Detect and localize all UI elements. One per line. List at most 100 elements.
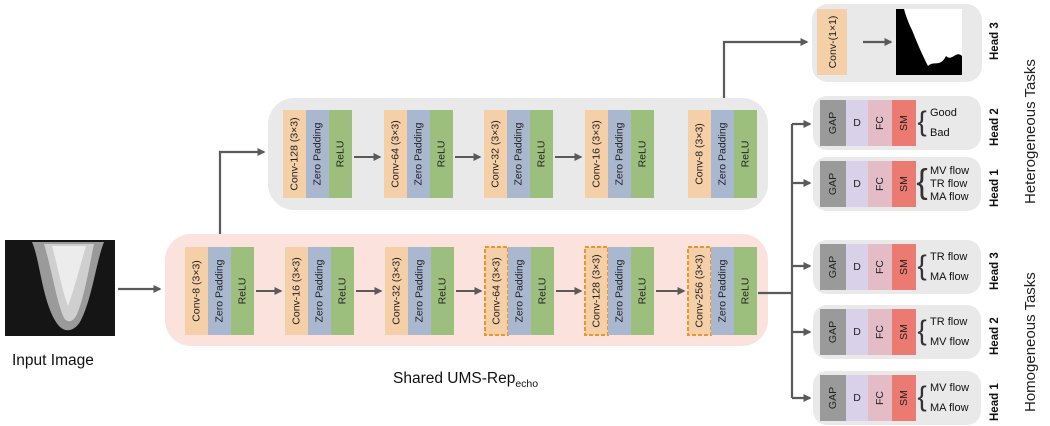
conv-label: Conv-64 (3×3) [490,257,502,324]
seg-conv-block: Conv-(1×1) [817,9,847,75]
head-output-label: MV flow [930,382,969,394]
conv-layer [283,110,306,198]
relu-label: ReLU [435,141,447,168]
zero-padding-label: Zero Padding [311,122,323,185]
decoder-conv-block: Conv-128 (3×3) Zero Padding ReLU [283,110,352,198]
head-output-label: MV flow [930,165,969,177]
zero-padding-label: Zero Padding [716,259,728,322]
softmax-block [892,161,916,207]
fc-block [868,244,892,290]
zero-padding-layer [308,247,331,335]
zero-padding-label: Zero Padding [412,122,424,185]
gap-block [820,100,846,146]
fc-block [868,100,892,146]
dropout-block [846,100,868,146]
relu-label: ReLU [535,141,547,168]
relu-label: ReLU [739,278,751,305]
zero-padding-label: Zero Padding [613,259,625,322]
zero-padding-label: Zero Padding [413,259,425,322]
relu-label: ReLU [336,278,348,305]
shared-representation-label: Shared UMS-Repecho [393,370,538,390]
fc-block-label: FC [874,177,886,191]
zero-padding-label: Zero Padding [213,259,225,322]
fc-block-label: FC [874,325,886,339]
head-output-label: Good [930,107,957,119]
dropout-block-label: D [853,392,861,404]
seg-head-label: Head 3 [989,22,1001,60]
softmax-block-label: SM [898,390,910,406]
dropout-block-label: D [853,326,861,338]
input-echo-image [5,240,115,336]
conv-layer [385,247,408,335]
conv-label: Conv-16 (3×3) [290,257,302,324]
softmax-block [892,309,916,355]
head-label: Head 2 [989,108,1001,146]
dropout-block-label: D [853,178,861,190]
head-label: Head 1 [989,169,1001,207]
conv-layer [285,247,308,335]
dropout-block-label: D [853,117,861,129]
zero-padding-layer [711,247,734,335]
relu-layer [734,247,757,335]
head-output-label: MA flow [930,271,969,283]
zero-padding-layer [407,110,430,198]
softmax-block-label: SM [898,176,910,192]
head-output-label: Bad [930,127,950,139]
relu-layer [331,247,354,335]
gap-block [820,309,846,355]
zero-padding-layer [208,247,231,335]
fc-block-label: FC [874,391,886,405]
relu-label: ReLU [739,141,751,168]
softmax-block [892,100,916,146]
head-output-label: TR flow [930,316,967,328]
gap-block-label: GAP [827,112,839,134]
conv-layer [185,247,208,335]
zero-padding-label: Zero Padding [313,259,325,322]
head-label: Head 2 [989,317,1001,355]
segmentation-mask-image [896,9,962,75]
fc-block [868,375,892,421]
zero-padding-layer [508,247,531,335]
brace: { [916,163,927,201]
head-label: Head 1 [989,383,1001,421]
gap-block [820,375,846,421]
shared-label-sub: echo [515,378,539,391]
relu-layer [531,247,554,335]
relu-label: ReLU [536,278,548,305]
brace: { [917,380,926,411]
conv-label: Conv-128 (3×3) [590,254,602,327]
gap-block-label: GAP [827,321,839,343]
relu-layer [530,110,553,198]
conv-label: Conv-32 (3×3) [390,257,402,324]
head-label: Head 3 [989,252,1001,290]
conv-label: Conv-128 (3×3) [288,117,300,190]
seg-conv-label: Conv-(1×1) [827,16,839,69]
homogeneous-tasks-label: Homogeneous Tasks [1022,272,1039,412]
gap-block [820,244,846,290]
head-output-label: MA flow [930,191,969,203]
head-output-label: MV flow [930,336,969,348]
dropout-block [846,244,868,290]
fc-block-label: FC [874,260,886,274]
relu-layer [431,247,454,335]
conv-label: Conv-16 (3×3) [590,120,602,187]
head-output-label: TR flow [930,251,967,263]
brace: { [917,249,926,280]
input-image-label: Input Image [12,352,94,369]
zero-padding-layer [306,110,329,198]
zero-padding-layer [408,247,431,335]
relu-label: ReLU [334,141,346,168]
softmax-block-label: SM [898,259,910,275]
softmax-block [892,244,916,290]
